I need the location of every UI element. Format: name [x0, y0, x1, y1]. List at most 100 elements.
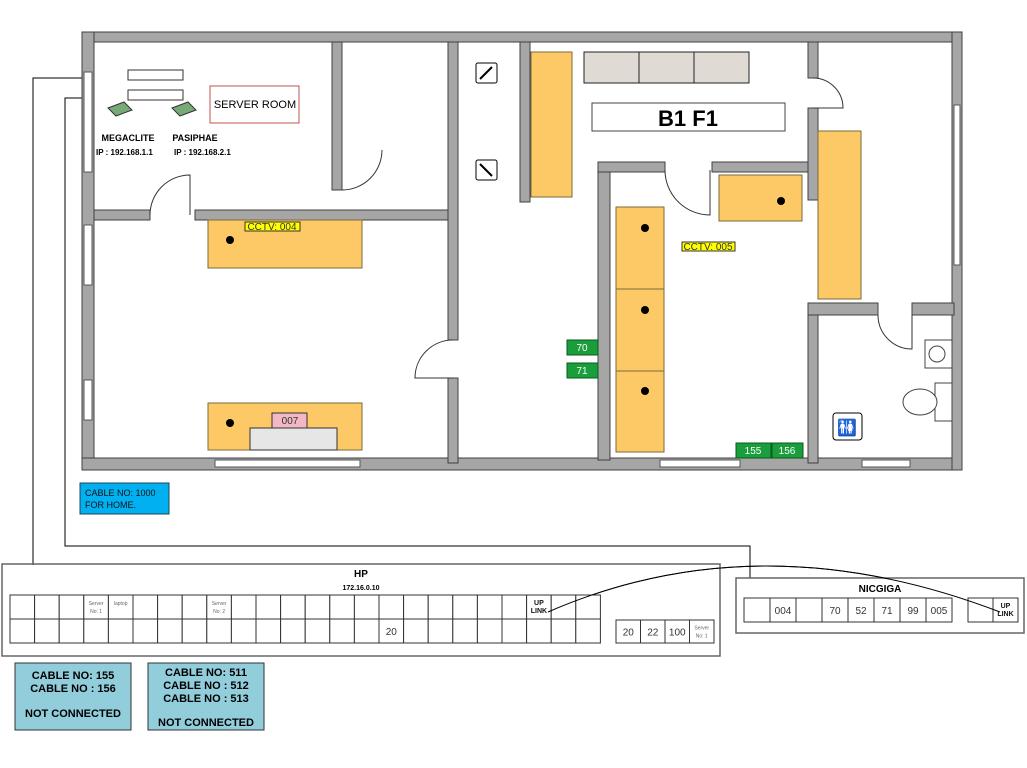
port-cell: [34, 618, 60, 644]
port-label: Server: [694, 626, 709, 632]
port-cell: [353, 618, 380, 644]
doors: [149, 77, 913, 379]
port-cell: [743, 597, 771, 623]
wall-port: 71: [576, 366, 588, 377]
port-label: 100: [669, 628, 686, 639]
port-cell: [107, 618, 134, 644]
port-label: No: 1: [90, 609, 102, 615]
cctv-005: CCTV: 005: [683, 242, 733, 253]
port-label: 005: [931, 606, 948, 617]
port-cell: [575, 618, 601, 644]
port-cell: [83, 594, 109, 620]
port-cell: [157, 594, 183, 620]
cable-pasiphae: [64, 97, 751, 578]
port-label: Server: [212, 601, 227, 607]
cabinet: [530, 51, 573, 198]
port-cell: [427, 594, 454, 620]
port-cell: [83, 618, 109, 644]
port-cell: [452, 594, 478, 620]
note-status: NOT CONNECTED: [158, 717, 254, 729]
hp-switch-box: [1, 563, 721, 657]
tv-label-box: [271, 412, 308, 429]
port-label: 004: [775, 606, 792, 617]
port-cell: [280, 594, 306, 620]
port-cell: [403, 594, 429, 620]
device-name: PASIPHAE: [172, 133, 217, 143]
wall-port: 156: [779, 446, 796, 457]
wall-port: 155: [745, 446, 762, 457]
port-label: 70: [829, 606, 841, 617]
port-cell: [769, 597, 797, 623]
port-label: 22: [647, 628, 659, 639]
port-label: laptop: [114, 601, 128, 607]
port-cell: [255, 594, 282, 620]
restroom-icon: 🚻: [832, 412, 863, 441]
cable-note-line1: CABLE NO: 1000: [85, 488, 156, 498]
sofa-icon: [249, 427, 338, 451]
port-cell: [925, 597, 953, 623]
stairs-icon: [475, 62, 498, 84]
toilet-icon: [902, 382, 953, 422]
note-line: CABLE NO: 511: [165, 667, 247, 679]
port-cell: [34, 594, 60, 620]
port-cell: [526, 594, 552, 620]
port-cell: [58, 618, 85, 644]
port-cell: [403, 618, 429, 644]
port-cell: [476, 594, 503, 620]
note-line: CABLE NO : 156: [30, 683, 116, 695]
shelves: [583, 51, 750, 84]
port-label: LINK: [531, 608, 547, 615]
note-line: CABLE NO : 513: [163, 693, 249, 705]
note-line: CABLE NO : 512: [163, 680, 249, 692]
port-cell: [230, 594, 257, 620]
desk: [615, 370, 665, 453]
server-room-label: SERVER ROOM: [214, 99, 296, 111]
cable-megaclite: [32, 77, 82, 565]
sink-icon: [924, 339, 953, 369]
port-cell: [280, 618, 306, 644]
port-cell: [206, 618, 232, 644]
port-cell: [9, 618, 36, 644]
device-ip: IP : 192.168.2.1: [174, 148, 231, 157]
port-cell: [353, 594, 380, 620]
port-cell: [132, 618, 159, 644]
port-label: 71: [881, 606, 893, 617]
port-label: UP: [534, 600, 544, 607]
port-cell: [304, 594, 331, 620]
cabinet: [817, 130, 862, 300]
port-label: No: 2: [213, 609, 225, 615]
port-label: No: 1: [696, 634, 708, 640]
cctv-004: CCTV: 004: [247, 222, 297, 233]
port-cell: [378, 618, 405, 644]
port-cell: [107, 594, 134, 620]
server-icon: [107, 101, 197, 117]
port-cell: [329, 618, 355, 644]
port-label: UP: [1001, 603, 1011, 610]
stairs-icon: [475, 159, 498, 181]
port-cell: [575, 594, 601, 620]
port-cell: [821, 597, 849, 623]
walls: [81, 31, 963, 471]
port-cell: [181, 618, 208, 644]
port-cell: [526, 618, 552, 644]
wall-port: 70: [576, 343, 588, 354]
hp-title: HP: [354, 569, 368, 580]
device-ip: IP : 192.168.1.1: [96, 148, 153, 157]
desk: [615, 206, 665, 290]
port-label: Server: [89, 601, 104, 607]
port-cell: [181, 594, 208, 620]
port-cell: [476, 618, 503, 644]
port-label: 20: [386, 627, 398, 638]
port-cell: [873, 597, 901, 623]
port-cell: [550, 618, 577, 644]
device-name: MEGACLITE: [102, 133, 155, 143]
port-cell: [550, 594, 577, 620]
port-cell: [992, 597, 1019, 623]
floor-label: B1 F1: [658, 106, 718, 131]
port-label: 99: [907, 606, 919, 617]
port-cell: [304, 618, 331, 644]
port-cell: [230, 618, 257, 644]
